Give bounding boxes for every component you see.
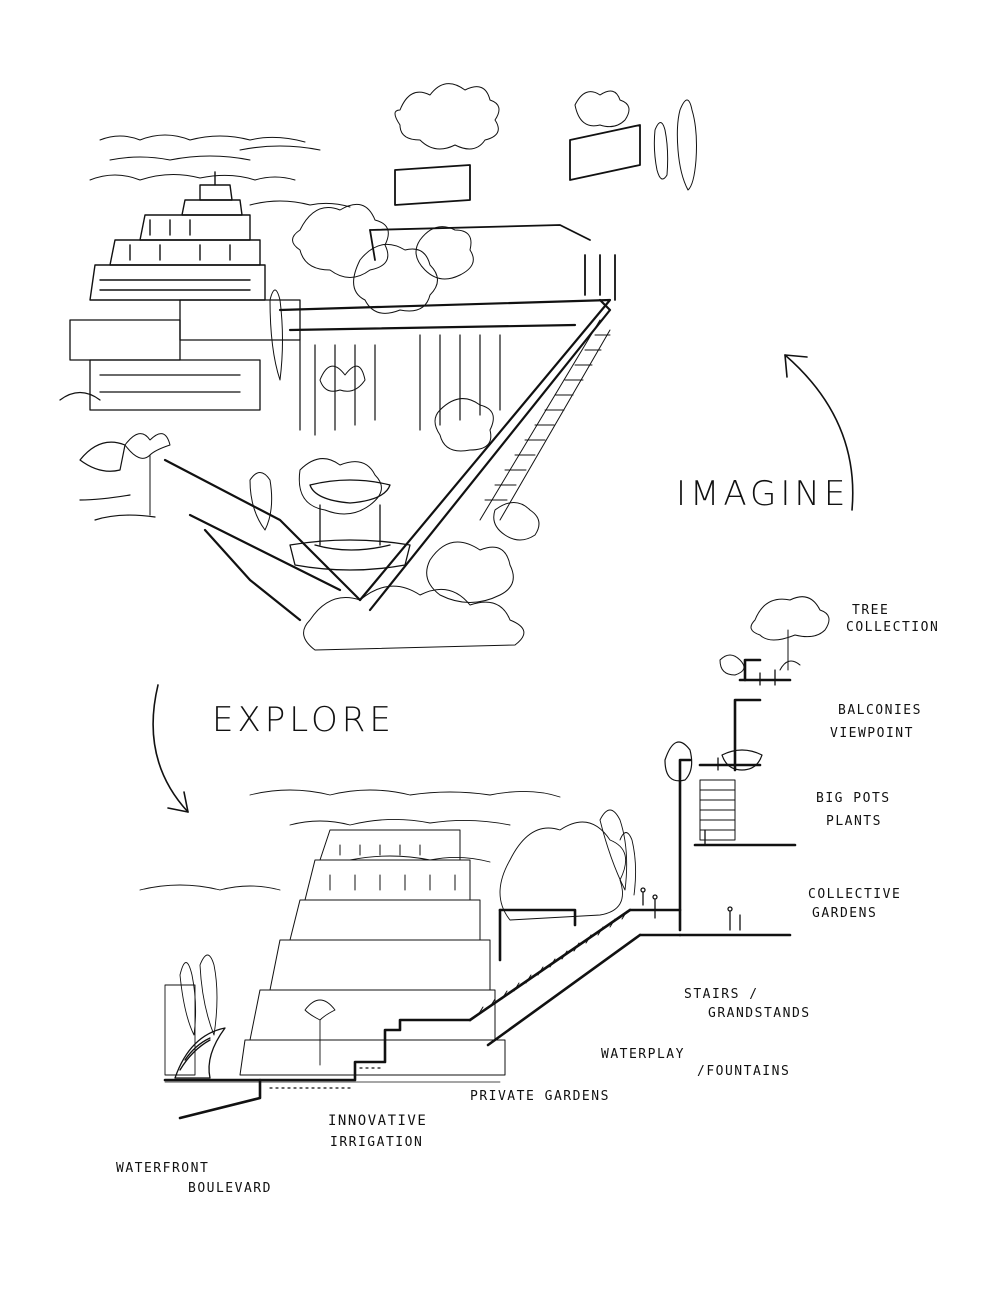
grand-staircase: [479, 319, 611, 521]
label-big-pots-plants: BIG POTS PLANTS: [816, 790, 891, 830]
label-balconies-viewpoint: BALCONIES VIEWPOINT: [830, 702, 922, 742]
label-private-line1: PRIVATE GARDENS: [470, 1089, 610, 1104]
vegetation: [124, 83, 697, 651]
label-waterfront-line2: BOULEVARD: [188, 1181, 272, 1196]
colonnade: [299, 334, 501, 436]
label-collective-line1: COLLECTIVE: [808, 887, 902, 902]
imagine-heading: IMAGINE: [676, 474, 850, 514]
label-waterplay-line2: /FOUNTAINS: [697, 1064, 791, 1079]
label-waterfront-line1: WATERFRONT: [116, 1161, 210, 1176]
section-ziggurat: [239, 829, 506, 1076]
label-waterfront-boulevard: WATERFRONT BOULEVARD: [116, 1160, 272, 1197]
label-tree-collection-line1: TREE: [852, 603, 890, 618]
section-water-dots: [269, 1067, 381, 1089]
label-big-pots-line1: BIG POTS: [816, 791, 891, 806]
label-big-pots-line2: PLANTS: [826, 814, 882, 829]
section-trees: [164, 809, 637, 1076]
main-terrace: [163, 298, 612, 622]
section-clouds: [139, 789, 561, 891]
section-top-tree: [719, 596, 830, 676]
label-collective-line2: GARDENS: [812, 906, 878, 921]
label-stairs-grandstands: STAIRS / GRANDSTANDS: [684, 986, 811, 1022]
label-balconies-line1: BALCONIES: [838, 703, 922, 718]
label-collective-gardens: COLLECTIVE GARDENS: [808, 886, 901, 922]
label-innovative-irrigation: INNOVATIVE IRRIGATION: [328, 1113, 427, 1151]
section-people: [640, 669, 776, 931]
waterfront-boats: [79, 441, 156, 521]
label-stairs-line1: STAIRS /: [684, 987, 759, 1002]
label-irrigation-line2: IRRIGATION: [330, 1135, 424, 1150]
label-private-gardens: PRIVATE GARDENS: [470, 1088, 610, 1105]
explore-arrow: [152, 684, 189, 813]
label-waterplay-fountains: WATERPLAY /FOUNTAINS: [601, 1046, 790, 1080]
label-irrigation-line1: INNOVATIVE: [328, 1113, 428, 1129]
fountain: [289, 479, 411, 571]
section-big-pot: [664, 741, 763, 782]
label-stairs-line2: GRANDSTANDS: [708, 1006, 811, 1021]
imagine-sketch: [59, 83, 697, 651]
upper-terrace: [369, 124, 641, 301]
label-waterplay-line1: WATERPLAY: [601, 1047, 685, 1062]
ziggurat-tower: [89, 171, 266, 301]
sky-clouds: [89, 134, 351, 208]
city-buildings: [59, 299, 301, 411]
explore-heading: EXPLORE: [212, 700, 395, 740]
imagine-arrow: [784, 354, 854, 511]
explore-section: [139, 596, 830, 1120]
section-sailboat: [174, 1027, 226, 1079]
section-stairs: [477, 779, 736, 1016]
label-balconies-line2: VIEWPOINT: [830, 726, 914, 741]
label-tree-collection-line2: COLLECTION: [846, 620, 940, 635]
section-profile: [163, 658, 797, 1120]
label-tree-collection: TREE COLLECTION: [846, 602, 939, 636]
